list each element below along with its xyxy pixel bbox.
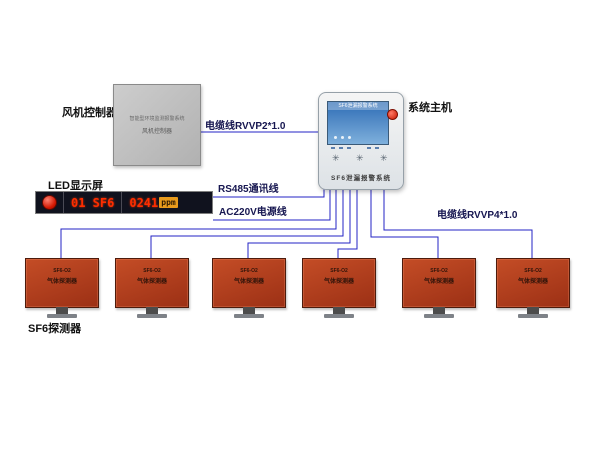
status-led [331, 147, 335, 149]
sf6-detector-label: SF6探测器 [28, 323, 82, 335]
detector-name: 气体探测器 [46, 279, 77, 285]
detector-model: SF6-O2 [53, 268, 71, 274]
sf6-detector-4: SF6-O2 气体探测器 [302, 258, 376, 318]
detector-name: 气体探测器 [136, 279, 167, 285]
alarm-lamp-cell [36, 192, 64, 213]
led-display-label: LED显示屏 [48, 180, 103, 192]
led-divider [121, 192, 123, 213]
fan-vent-icon: ✳ [356, 153, 364, 163]
detector-model: SF6-O2 [430, 268, 448, 274]
alarm-indicator-light [387, 109, 398, 120]
system-host-label: 系统主机 [408, 102, 452, 114]
cable-rvvp4-label: 电缆线RVVP4*1.0 [437, 210, 518, 221]
detector-stand-neck [243, 307, 255, 314]
fan-vent-icon: ✳ [332, 153, 340, 163]
detector-stand-neck [146, 307, 158, 314]
alarm-lamp-icon [42, 195, 57, 210]
screen-indicator-dot [334, 136, 337, 139]
host-screen-title: SF6泄漏报警系统 [328, 102, 388, 110]
fan-controller-label: 风机控制器 [62, 107, 117, 119]
detector-stand-base [234, 314, 264, 318]
sf6-detector-3: SF6-O2 气体探测器 [212, 258, 286, 318]
status-led [347, 147, 351, 149]
detector-stand-neck [333, 307, 345, 314]
fan-controller-box: 智能型环境监测报警系统 风机控制器 [113, 84, 201, 166]
screen-indicator-dot [348, 136, 351, 139]
detector-stand-base [137, 314, 167, 318]
sf6-detector-6: SF6-O2 气体探测器 [496, 258, 570, 318]
detector-name: 气体探测器 [233, 279, 264, 285]
detector-name: 气体探测器 [517, 279, 548, 285]
status-led [375, 147, 379, 149]
rs485-line-label: RS485通讯线 [218, 184, 279, 195]
sf6-detector-1: SF6-O2 气体探测器 [25, 258, 99, 318]
sf6-detector-2: SF6-O2 气体探测器 [115, 258, 189, 318]
ac220v-line-label: AC220V电源线 [219, 207, 287, 218]
detector-stand-neck [56, 307, 68, 314]
detector-model: SF6-O2 [524, 268, 542, 274]
detector-name: 气体探测器 [323, 279, 354, 285]
fan-controller-inner-title: 风机控制器 [141, 129, 172, 135]
led-value-text: 0241 [129, 195, 159, 210]
cable-rvvp2-label: 电缆线RVVP2*1.0 [205, 121, 286, 132]
fan-vent-icon: ✳ [380, 153, 388, 163]
detector-stand-neck [433, 307, 445, 314]
sf6-detector-5: SF6-O2 气体探测器 [402, 258, 476, 318]
detector-stand-neck [527, 307, 539, 314]
screen-indicator-dot [341, 136, 344, 139]
status-led [367, 147, 371, 149]
led-unit-badge: ppm [159, 197, 178, 208]
detector-stand-base [324, 314, 354, 318]
led-display-bar: 01 SF6 0241 ppm [35, 191, 213, 214]
detector-stand-base [424, 314, 454, 318]
detector-model: SF6-O2 [143, 268, 161, 274]
led-channel-text: 01 SF6 [71, 195, 115, 210]
detector-stand-base [47, 314, 77, 318]
host-panel-title: SF6泄漏报警系统 [331, 175, 391, 182]
fan-controller-inner-text: 智能型环境监测报警系统 [129, 116, 185, 122]
detector-name: 气体探测器 [423, 279, 454, 285]
host-screen: SF6泄漏报警系统 [327, 101, 389, 145]
detector-model: SF6-O2 [240, 268, 258, 274]
status-led [339, 147, 343, 149]
detector-model: SF6-O2 [330, 268, 348, 274]
detector-stand-base [518, 314, 548, 318]
system-host-panel: SF6泄漏报警系统 ✳ ✳ ✳ SF6泄漏报警系统 [318, 92, 404, 190]
